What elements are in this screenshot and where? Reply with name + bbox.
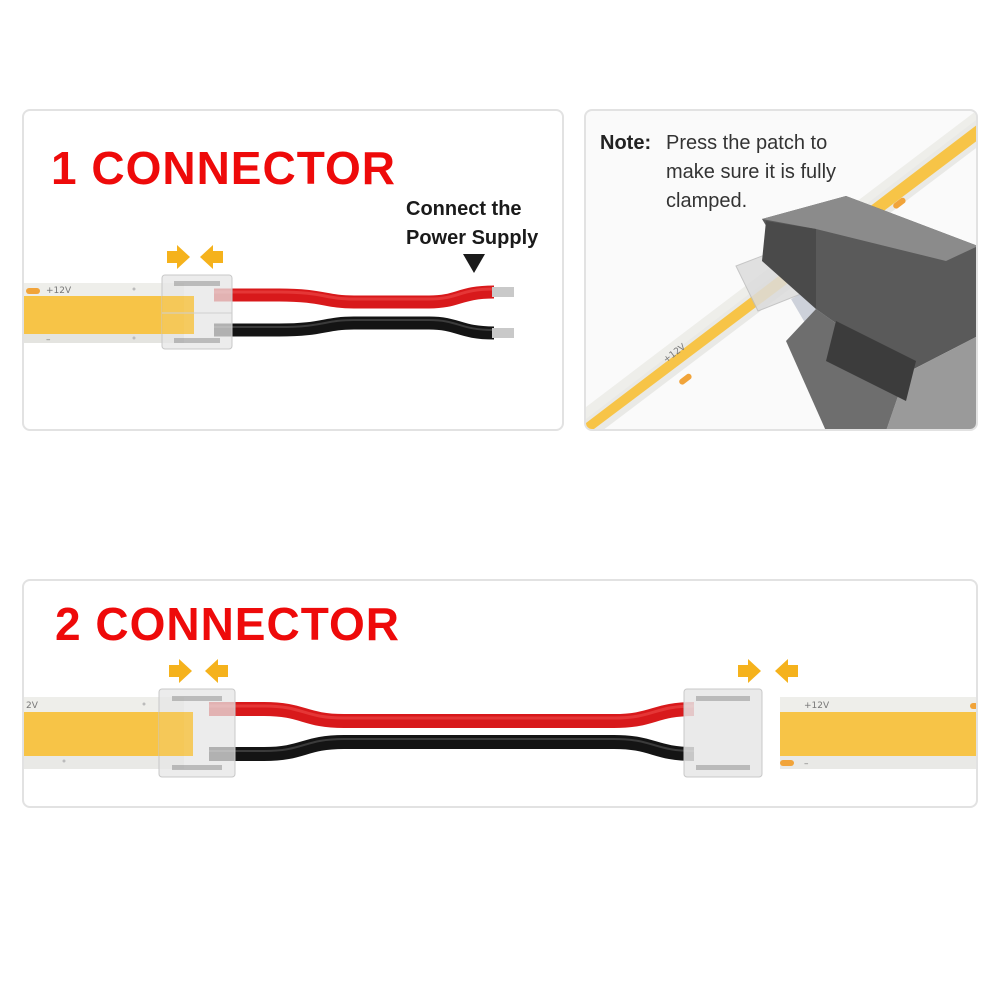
panel-one-connector: 1 CONNECTOR Connect the Power Supply +12… <box>22 109 564 431</box>
left-connector-clip <box>158 688 236 778</box>
left-arrow-right-icon <box>169 659 192 683</box>
red-wire <box>214 285 495 309</box>
note-line-3: clamped. <box>666 190 748 212</box>
note-line-1: Press the patch to <box>666 132 828 154</box>
right-connector-clip <box>683 688 763 778</box>
callout-line-1: Connect the <box>406 198 522 220</box>
panel-two-connector: 2 CONNECTOR 2V +12V – <box>22 579 978 808</box>
black-wire <box>214 316 495 340</box>
led-strip: +12V – <box>24 283 184 345</box>
red-wire-tip <box>492 287 514 297</box>
left-led-strip: 2V <box>24 697 184 769</box>
right-strip-voltage-label: +12V <box>804 701 830 711</box>
pointer-triangle-icon <box>463 254 485 273</box>
strip-voltage-label: +12V <box>46 286 72 296</box>
connector-clip <box>161 274 233 350</box>
strip-minus-label: – <box>46 335 51 345</box>
right-arrow-right-icon <box>738 659 761 683</box>
panel-title: 1 CONNECTOR <box>51 142 396 194</box>
note-line-2: make sure it is fully <box>666 161 837 183</box>
left-strip-voltage-label: 2V <box>26 701 39 711</box>
pliers-tool <box>762 196 976 429</box>
callout-line-2: Power Supply <box>406 227 539 249</box>
panel-clamp-note: +12V Note: Press the patch to make sure … <box>584 109 978 431</box>
black-wire <box>209 735 695 761</box>
right-arrow-left-icon <box>775 659 798 683</box>
note-label: Note: <box>600 132 652 154</box>
black-wire-tip <box>492 328 514 338</box>
arrow-right-icon <box>167 245 190 269</box>
right-strip-minus-label: – <box>804 759 809 769</box>
clamp-illustration: +12V <box>586 111 976 429</box>
panel-title: 2 CONNECTOR <box>55 598 400 650</box>
arrow-left-icon <box>200 245 223 269</box>
red-wire <box>209 702 695 728</box>
right-led-strip: +12V – <box>780 697 976 769</box>
double-connector-diagram: 2V +12V – <box>24 659 976 778</box>
left-arrow-left-icon <box>205 659 228 683</box>
power-supply-callout: Connect the Power Supply <box>406 195 538 253</box>
single-connector-diagram: +12V – <box>24 245 514 350</box>
